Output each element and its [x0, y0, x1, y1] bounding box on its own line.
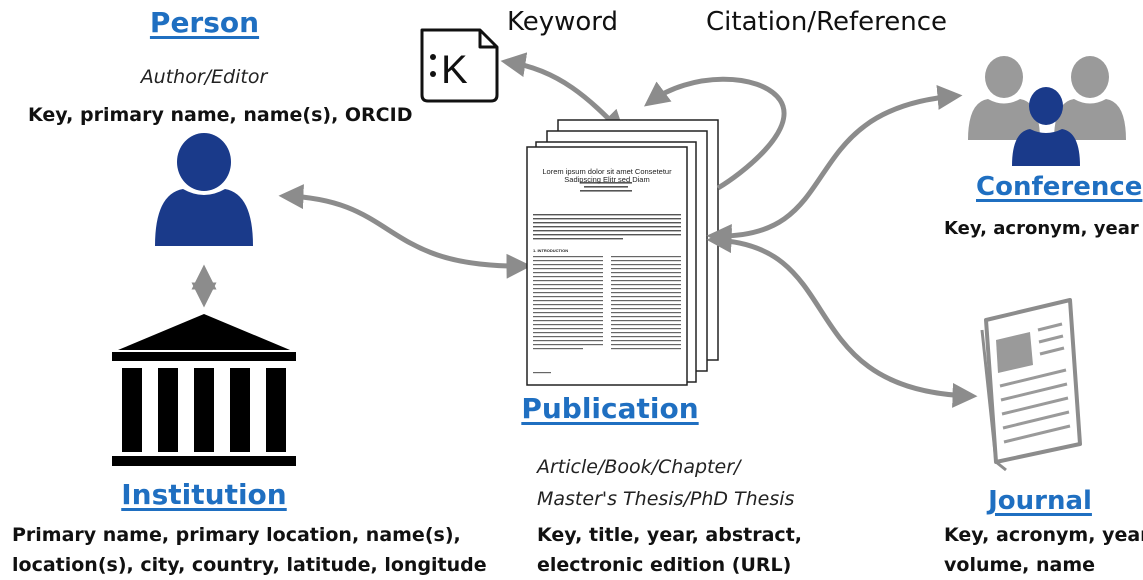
- journal-attributes-line2: volume, name: [944, 554, 1096, 576]
- conference-attributes: Key, acronym, year: [944, 218, 1139, 239]
- institution-attributes-line2: location(s), city, country, latitude, lo…: [12, 554, 487, 576]
- paper-title-line2: Sadipscing Elitr sed Diam: [564, 175, 649, 184]
- publication-pages-icon: Lorem ipsum dolor sit amet Consetetur Sa…: [526, 119, 719, 386]
- journal-title: Journal: [988, 486, 1092, 516]
- conference-group-icon: [968, 56, 1126, 166]
- conference-title: Conference: [976, 172, 1143, 202]
- citation-label: Citation/Reference: [706, 7, 947, 37]
- journal-attributes-line1: Key, acronym, year,: [944, 524, 1143, 546]
- publication-journal-arrow: [706, 228, 978, 408]
- person-publication-arrow: [278, 184, 532, 279]
- person-title: Person: [149, 6, 260, 39]
- publication-subtitle-line1: Article/Book/Chapter/: [537, 456, 741, 478]
- institution-attributes-line1: Primary name, primary location, name(s),: [12, 524, 461, 546]
- person-icon: [155, 133, 253, 246]
- person-subtitle: Author/Editor: [140, 66, 268, 88]
- keyword-label: Keyword: [507, 7, 619, 37]
- publication-attributes-line2: electronic edition (URL): [537, 554, 792, 576]
- journal-magazine-icon: [980, 298, 1082, 472]
- institution-building-icon: [112, 314, 296, 466]
- institution-title: Institution: [121, 478, 287, 511]
- paper-section-heading: 1. INTRODUCTION: [533, 248, 568, 253]
- keyword-icon-letter: K: [441, 48, 468, 92]
- person-attributes: Key, primary name, name(s), ORCID: [28, 104, 413, 126]
- publication-title: Publication: [521, 392, 699, 425]
- keyword-document-icon: K: [420, 28, 499, 103]
- publication-attributes-line1: Key, title, year, abstract,: [537, 524, 802, 546]
- paper-title-line1: Lorem ipsum dolor sit amet Consetetur: [542, 167, 672, 176]
- publication-subtitle-line2: Master's Thesis/PhD Thesis: [537, 488, 795, 510]
